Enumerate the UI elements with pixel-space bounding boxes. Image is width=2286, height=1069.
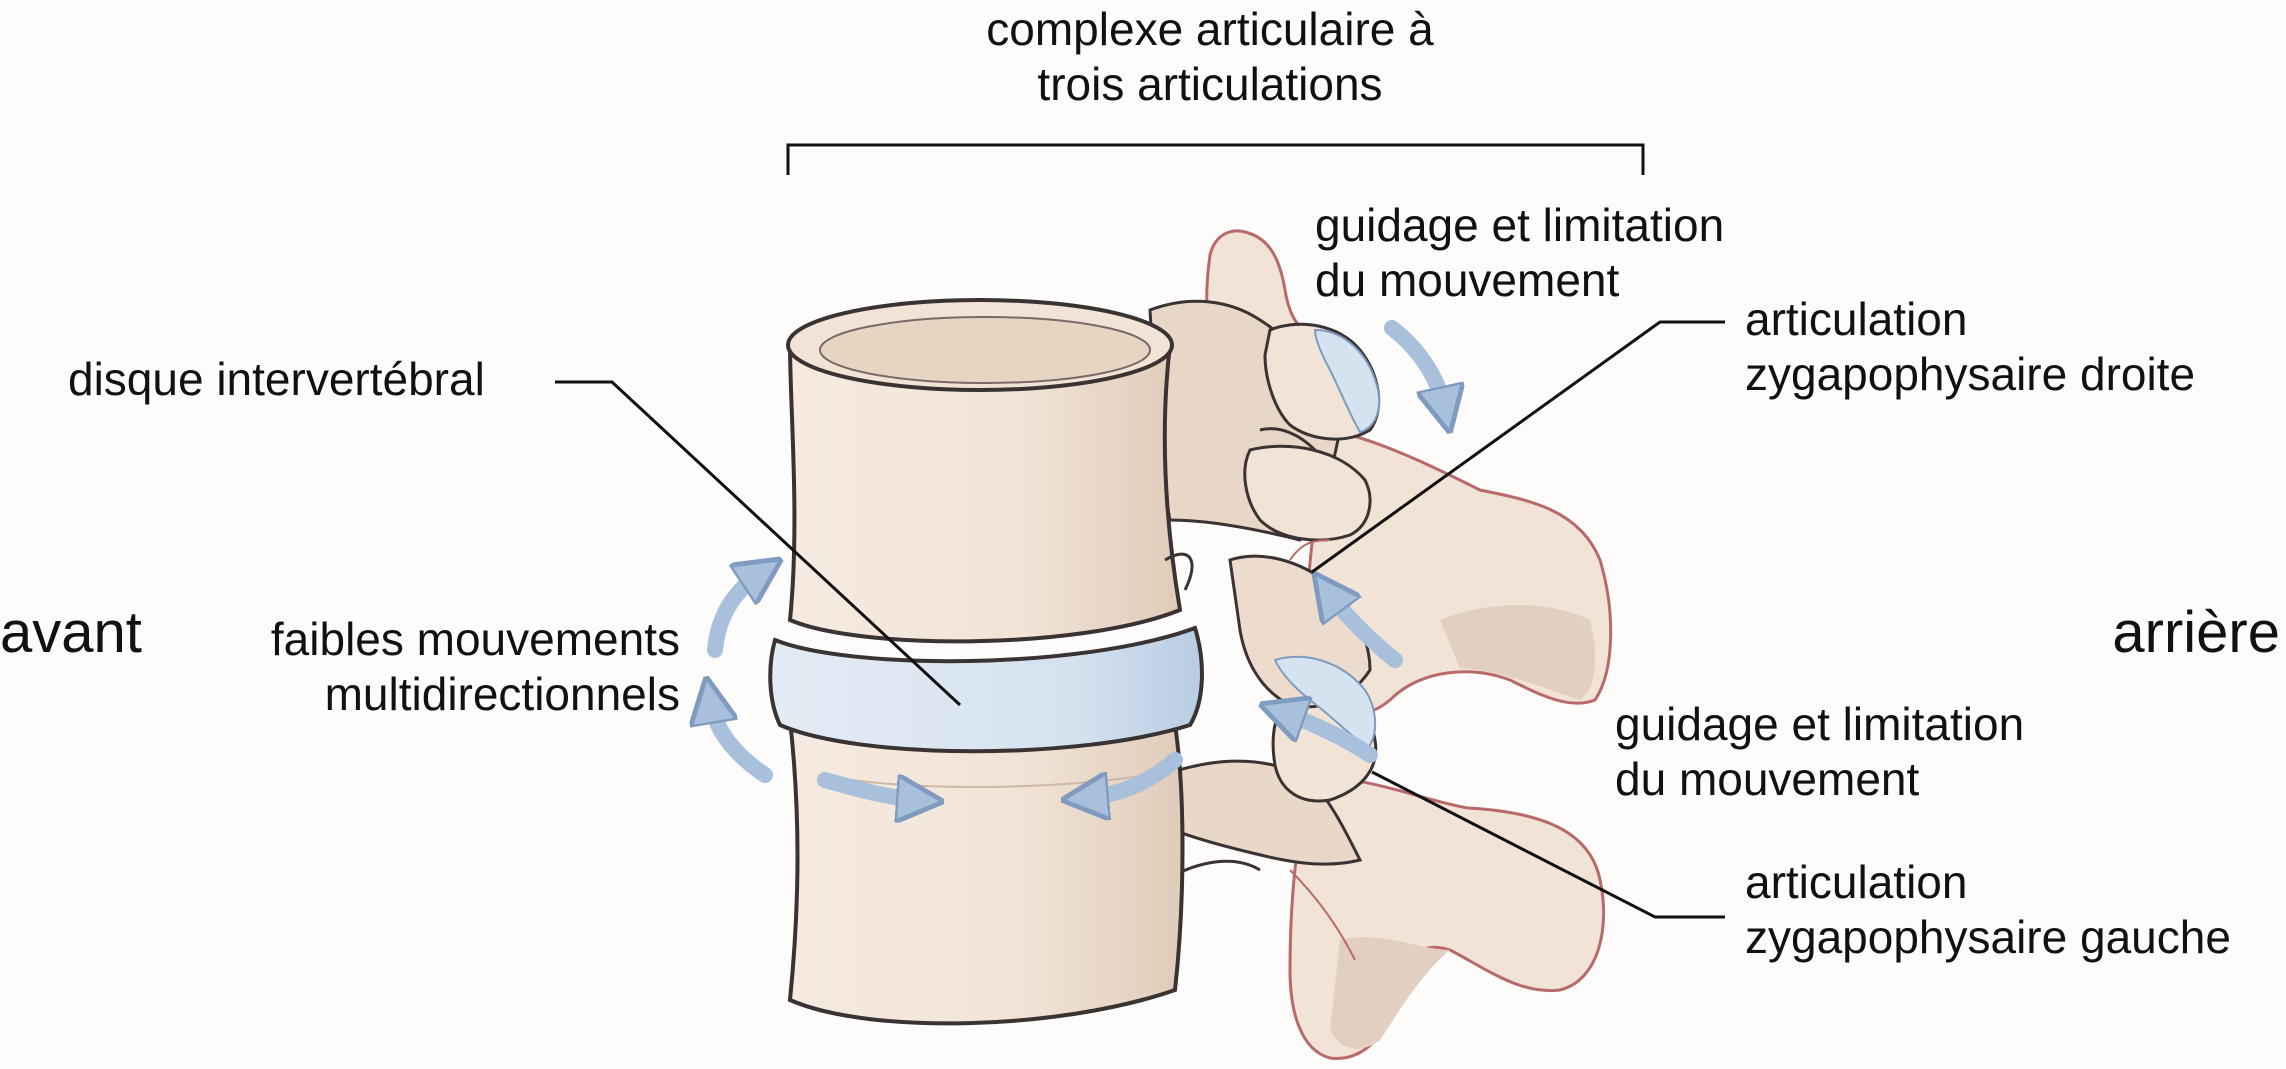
right-facet-line1: articulation [1745, 293, 1968, 345]
upper-vertebral-body [787, 343, 1183, 644]
intervertebral-disc [768, 625, 1204, 754]
arrow-disc-down-front [710, 700, 773, 783]
arrow-lower-joint [1282, 712, 1378, 763]
arrow-top-right-joint [1384, 320, 1445, 410]
multidirectional-label: faibles mouvements multidirectionnels [180, 612, 680, 722]
upper-transverse-shade [1440, 605, 1596, 700]
arrow-disc-back [1085, 752, 1183, 798]
upper-inferior-articular-process [1243, 444, 1372, 542]
right-facet-label: articulation zygapophysaire droite [1745, 292, 2195, 402]
leader-left-facet [1371, 770, 1725, 919]
arrow-disc-forward [817, 772, 920, 800]
arrow-mid-joint [1328, 592, 1403, 668]
leader-disc [555, 380, 962, 707]
disc-label: disque intervertébral [68, 353, 485, 405]
guidance-bottom-label: guidage et limitation du mouvement [1615, 697, 2024, 807]
motion-arrows [707, 320, 1445, 800]
leader-right-facet [1311, 320, 1725, 574]
left-facet-line2: zygapophysaire gauche [1745, 911, 2231, 964]
guidance-top-line2: du mouvement [1315, 254, 1620, 307]
leader-lines [555, 320, 1725, 919]
upper-endplate-surface [819, 316, 1151, 384]
guidance-bottom-line1: guidage et limitation [1615, 698, 2025, 750]
right-facet-line2: zygapophysaire droite [1745, 348, 2196, 401]
left-facet-label: articulation zygapophysaire gauche [1745, 855, 2231, 965]
complex-title: complexe articulaire à trois articulatio… [900, 2, 1520, 112]
front-label: avant [0, 600, 142, 665]
left-facet-line1: articulation [1745, 856, 1968, 908]
multidirectional-line2: multidirectionnels [324, 668, 680, 721]
complex-bracket [786, 143, 1645, 175]
upper-right-facet-cartilage [1313, 328, 1380, 434]
guidance-top-label: guidage et limitation du mouvement [1315, 198, 1724, 308]
arrow-disc-up-front [707, 572, 762, 658]
upper-vertebra-posterior-elements [1148, 229, 1613, 750]
lower-spinous-process-shade [1330, 937, 1450, 1049]
back-label: arrière [2112, 600, 2280, 665]
complex-title-line2: trois articulations [1037, 58, 1383, 111]
multidirectional-line1: faibles mouvements [270, 613, 680, 665]
complex-title-line1: complexe articulaire à [986, 3, 1434, 55]
guidance-top-line1: guidage et limitation [1315, 199, 1725, 251]
lower-vertebra-posterior-elements [1148, 695, 1606, 1060]
lower-vertebral-body [787, 716, 1185, 1026]
guidance-bottom-line2: du mouvement [1615, 753, 1920, 806]
